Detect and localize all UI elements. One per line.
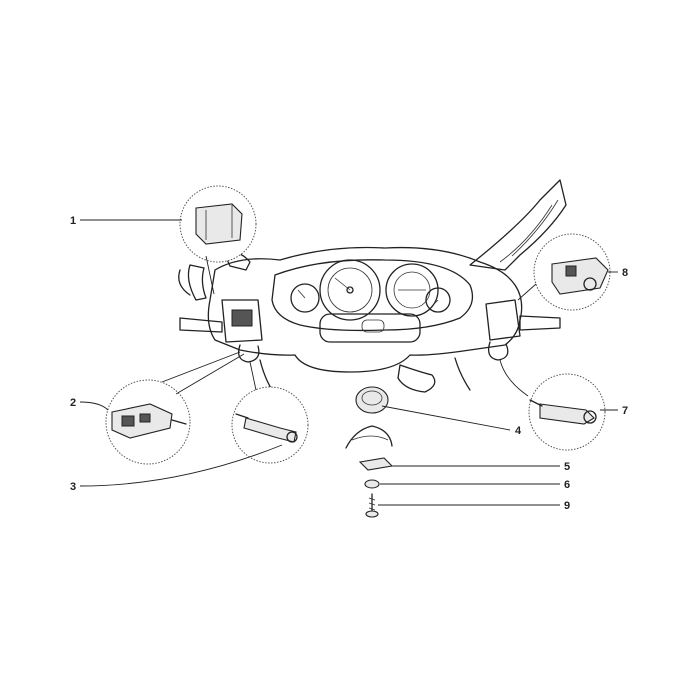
callout-6: 6: [564, 479, 570, 491]
callout-labels: 1 2 3 4 5 6 7 8 9: [70, 215, 628, 512]
callout-8: 8: [622, 267, 628, 279]
detail-part-7: [528, 373, 606, 451]
ignition-parts: [345, 386, 394, 518]
callout-2: 2: [70, 397, 76, 409]
detail-part-1: [179, 185, 257, 263]
callout-3: 3: [70, 481, 76, 493]
detail-part-3: [231, 386, 309, 464]
handlebar-dashboard-assembly: [178, 179, 567, 396]
detail-part-2: [105, 379, 191, 465]
callout-5: 5: [564, 461, 570, 473]
callout-9: 9: [564, 500, 570, 512]
callout-7: 7: [622, 405, 628, 417]
callout-1: 1: [70, 215, 76, 227]
detail-part-8: [533, 233, 611, 311]
leader-lines: [79, 219, 618, 506]
callout-4: 4: [515, 425, 522, 437]
